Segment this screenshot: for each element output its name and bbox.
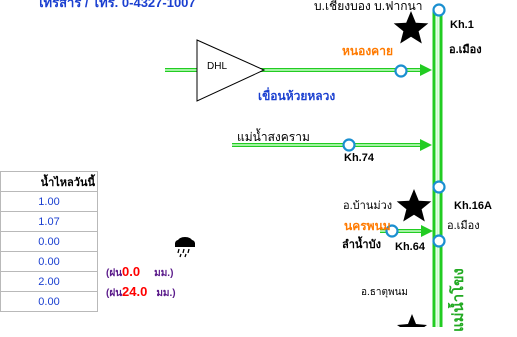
label-songkhram-river: แม่น้ำสงคราม	[237, 130, 310, 144]
label-top-village: บ.เชียงบอง บ.ฟากนา	[314, 0, 423, 13]
rain-readout-2: (ฝน24.0 มม.)	[106, 285, 176, 299]
label-amphoe-mueang-1: อ.เมือง	[449, 44, 482, 56]
table-row: 0.00	[0, 291, 98, 312]
label-station-kh1: Kh.1	[450, 19, 474, 31]
rain-unit: มม.)	[156, 288, 176, 299]
label-that-phanom: อ.ธาตุพนม	[361, 287, 409, 298]
station-marker-kh64[interactable]	[385, 224, 399, 238]
rain-value: 0.0	[122, 264, 141, 279]
table-row: 0.00	[0, 251, 98, 272]
star-icon-nong-khai	[393, 11, 429, 44]
rain-unit: มม.)	[154, 268, 174, 279]
label-dam-box: DHL	[207, 61, 228, 72]
star-icon-nakhon-phanom	[396, 189, 432, 222]
label-station-kh64: Kh.64	[395, 241, 425, 253]
rain-readout-1: (ฝน0.0 มม.)	[106, 265, 173, 279]
label-dam-huai-luang: เขื่อนห้วยหลวง	[258, 89, 336, 103]
rain-prefix: (ฝน	[106, 288, 123, 299]
rain-value: 24.0	[122, 284, 148, 299]
label-nong-khai: หนองคาย	[342, 44, 393, 58]
station-marker-kh16a[interactable]	[432, 180, 446, 194]
river-network-map	[165, 3, 446, 327]
table-row: 2.00	[0, 271, 98, 292]
rain-prefix: (ฝน	[106, 268, 123, 279]
station-marker-kh1-top[interactable]	[432, 3, 446, 17]
table-row: 0.00	[0, 231, 98, 252]
label-amphoe-mueang-2: อ.เมือง	[447, 220, 480, 232]
table-row: 1.00	[0, 191, 98, 212]
rain-cloud-icon	[175, 237, 195, 258]
label-mekong-river-vertical: แม่น้ำโขง	[446, 262, 468, 332]
flow-table-header: น้ำไหลวันนี้	[0, 171, 98, 192]
station-marker-kh74[interactable]	[342, 138, 356, 152]
table-row: 1.07	[0, 211, 98, 232]
label-station-kh16a: Kh.16A	[454, 200, 492, 212]
flow-table: น้ำไหลวันนี้ 1.00 1.07 0.00 0.00 2.00 0.…	[0, 171, 98, 312]
star-icon-that-phanom	[397, 314, 427, 327]
label-lam-nam-bang: ลำน้ำบัง	[342, 239, 381, 251]
label-ban-muang: อ.บ้านม่วง	[343, 200, 393, 212]
label-station-kh74: Kh.74	[344, 152, 374, 164]
svg-text:แม่น้ำโขง: แม่น้ำโขง	[448, 268, 467, 332]
dam-triangle	[196, 39, 266, 102]
station-marker-nong-khai[interactable]	[394, 64, 408, 78]
contact-phone-text: ไทรสาร / โทร. 0-4327-1007	[37, 0, 196, 10]
label-nakhon-phanom: นครพนม	[344, 219, 391, 233]
mekong-river	[432, 10, 443, 327]
station-marker-river-right[interactable]	[432, 234, 446, 248]
tributary-songkhram	[232, 139, 432, 151]
